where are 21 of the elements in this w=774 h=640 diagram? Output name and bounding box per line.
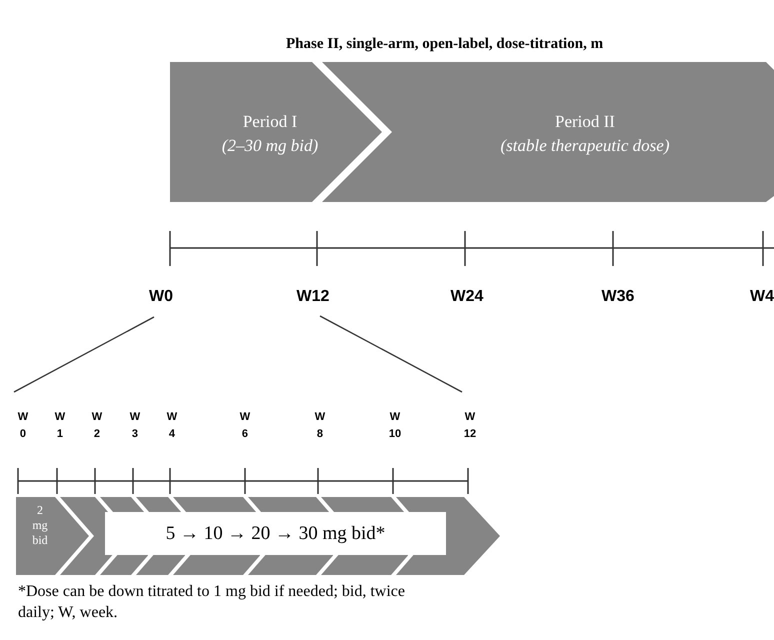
title: Phase II, single-arm, open-label, dose-titration, m xyxy=(286,36,604,53)
dose-label: 2 mg bid xyxy=(32,503,48,548)
period-subtitle: (2–30 mg bid) xyxy=(220,135,320,157)
week-tick-label: W 8 xyxy=(314,410,326,442)
week-tick-label: W 3 xyxy=(130,410,140,442)
week-tick-label: W 1 xyxy=(54,410,66,442)
week-tick-label: W 12 xyxy=(464,410,476,442)
week-label: W24 xyxy=(450,288,484,306)
week-tick-label: W 6 xyxy=(240,410,250,442)
period-subtitle: (stable therapeutic dose) xyxy=(499,135,670,157)
footnote: *Dose can be down titrated to 1 mg bid if needed; bid, twice daily; W, week. xyxy=(18,582,406,623)
period-title: Period II xyxy=(554,111,616,133)
week-tick-label: W 0 xyxy=(18,410,28,442)
week-label: W0 xyxy=(149,288,173,306)
week-tick-label: W 2 xyxy=(92,410,102,442)
period-title: Period I xyxy=(242,111,298,133)
week-tick-label: W 4 xyxy=(166,410,178,442)
week-label: W4 xyxy=(750,288,774,306)
week-label: W36 xyxy=(602,288,634,306)
week-label: W12 xyxy=(296,288,330,306)
week-tick-label: W 10 xyxy=(388,410,402,442)
